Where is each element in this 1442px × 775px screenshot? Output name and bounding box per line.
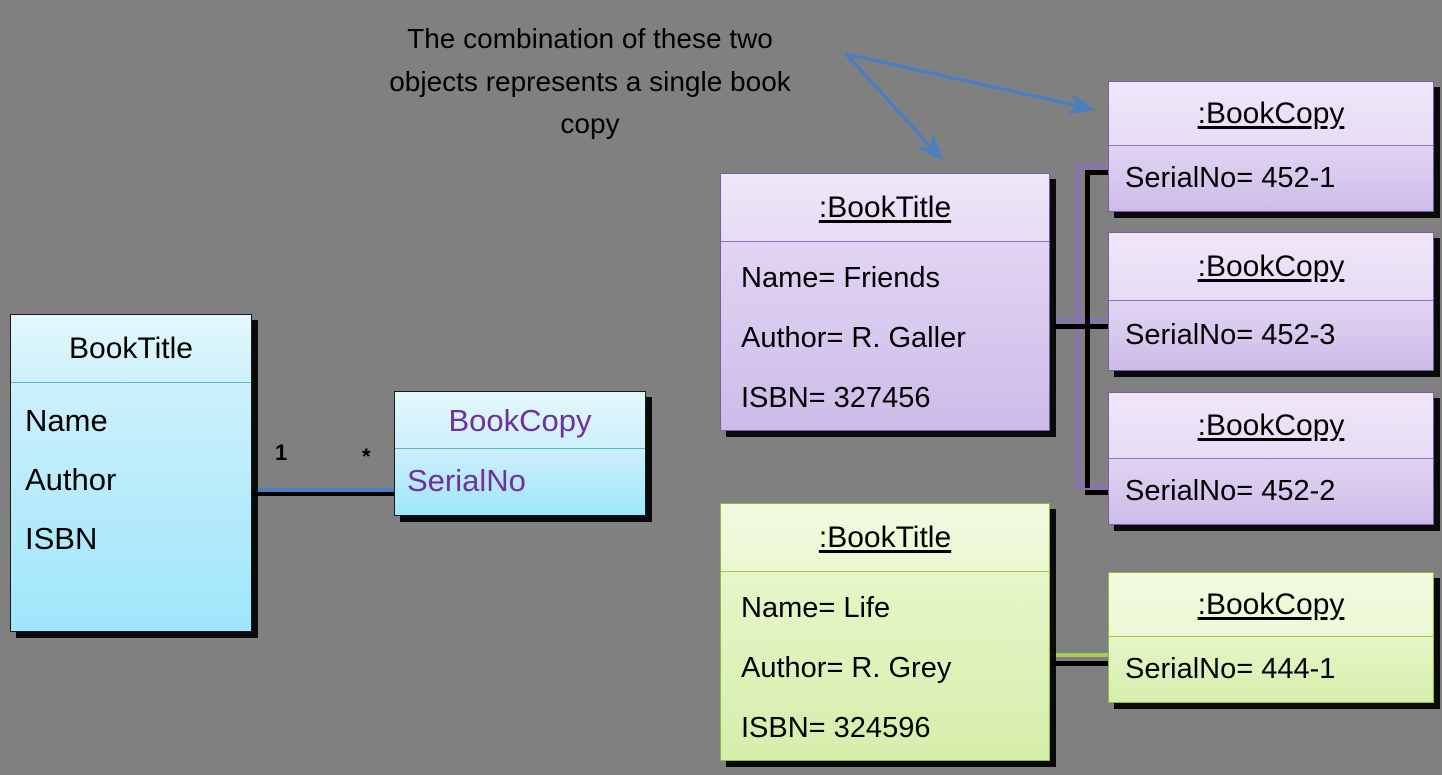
object-slot: Author= R. Galler [741, 322, 966, 354]
annotation-note: The combination of these two objects rep… [389, 23, 791, 140]
object-bookcopy-452-1-name: :BookCopy [1197, 97, 1345, 130]
arrow-to-booktitle-icon [844, 52, 944, 161]
link-line-to-bookcopy-452-3 [1076, 318, 1110, 322]
object-slot: Author= R. Grey [741, 652, 952, 684]
class-bookcopy[interactable]: BookCopy SerialNo [394, 391, 646, 516]
object-bookcopy-444-1-name: :BookCopy [1197, 588, 1345, 621]
class-booktitle[interactable]: BookTitle Name Author ISBN [10, 314, 252, 632]
object-booktitle-friends-header: :BookTitle [721, 174, 1049, 242]
class-attribute: Name [25, 403, 108, 438]
class-attribute: ISBN [25, 521, 98, 556]
multiplicity-target: * [362, 444, 371, 469]
class-bookcopy-name: BookCopy [448, 403, 592, 438]
object-slot: Name= Friends [741, 262, 941, 294]
object-bookcopy-444-1-header: :BookCopy [1109, 573, 1433, 637]
link-shadow-stub [1052, 324, 1085, 329]
link-shadow-life [1052, 661, 1110, 666]
object-bookcopy-452-1-header: :BookCopy [1109, 82, 1433, 146]
class-bookcopy-header: BookCopy [395, 392, 645, 449]
object-bookcopy-452-3-header: :BookCopy [1109, 233, 1433, 301]
object-booktitle-friends-name: :BookTitle [818, 191, 952, 224]
object-bookcopy-452-1-slots: SerialNo= 452-1 [1109, 146, 1433, 211]
object-slot: ISBN= 327456 [741, 382, 931, 414]
object-bookcopy-452-3-name: :BookCopy [1197, 250, 1345, 283]
object-bookcopy-444-1-slots: SerialNo= 444-1 [1109, 637, 1433, 702]
object-bookcopy-452-2-header: :BookCopy [1109, 393, 1433, 459]
object-booktitle-friends[interactable]: :BookTitle Name= Friends Author= R. Gall… [720, 173, 1050, 431]
object-slot: Name= Life [741, 592, 891, 624]
link-shadow-c [1085, 490, 1110, 495]
object-slot: SerialNo= 444-1 [1125, 653, 1336, 685]
class-booktitle-attributes: Name Author ISBN [11, 383, 251, 631]
object-bookcopy-452-1[interactable]: :BookCopy SerialNo= 452-1 [1108, 81, 1434, 212]
link-line-to-bookcopy-452-2 [1076, 484, 1110, 488]
link-line-to-bookcopy-452-1 [1076, 164, 1110, 168]
link-line-friends-stub [1046, 318, 1080, 322]
object-booktitle-friends-slots: Name= Friends Author= R. Galler ISBN= 32… [721, 242, 1049, 430]
object-bookcopy-452-2[interactable]: :BookCopy SerialNo= 452-2 [1108, 392, 1434, 525]
object-bookcopy-452-2-name: :BookCopy [1197, 409, 1345, 442]
class-booktitle-header: BookTitle [11, 315, 251, 383]
association-line-booktitle-bookcopy [248, 488, 400, 492]
link-shadow-b [1085, 324, 1110, 329]
object-bookcopy-452-3-slots: SerialNo= 452-3 [1109, 301, 1433, 370]
object-booktitle-life-header: :BookTitle [721, 504, 1049, 572]
class-bookcopy-attributes: SerialNo [395, 449, 645, 515]
object-slot: SerialNo= 452-1 [1125, 162, 1336, 194]
object-booktitle-life-slots: Name= Life Author= R. Grey ISBN= 324596 [721, 572, 1049, 760]
object-bookcopy-452-3[interactable]: :BookCopy SerialNo= 452-3 [1108, 232, 1434, 371]
class-booktitle-name: BookTitle [69, 332, 193, 365]
link-shadow-a [1085, 170, 1110, 175]
arrow-to-bookcopy-icon [845, 52, 1096, 115]
object-slot: ISBN= 324596 [741, 712, 931, 744]
object-slot: SerialNo= 452-3 [1125, 319, 1336, 351]
object-booktitle-life[interactable]: :BookTitle Name= Life Author= R. Grey IS… [720, 503, 1050, 761]
object-booktitle-life-name: :BookTitle [818, 521, 952, 554]
object-bookcopy-444-1[interactable]: :BookCopy SerialNo= 444-1 [1108, 572, 1434, 703]
object-slot: SerialNo= 452-2 [1125, 475, 1336, 507]
link-shadow-trunk [1085, 170, 1090, 488]
class-attribute: Author [25, 462, 117, 497]
link-line-life-to-bookcopy-444-1 [1046, 653, 1110, 657]
class-attribute: SerialNo [407, 463, 526, 498]
object-bookcopy-452-2-slots: SerialNo= 452-2 [1109, 459, 1433, 524]
multiplicity-source: 1 [275, 440, 288, 465]
